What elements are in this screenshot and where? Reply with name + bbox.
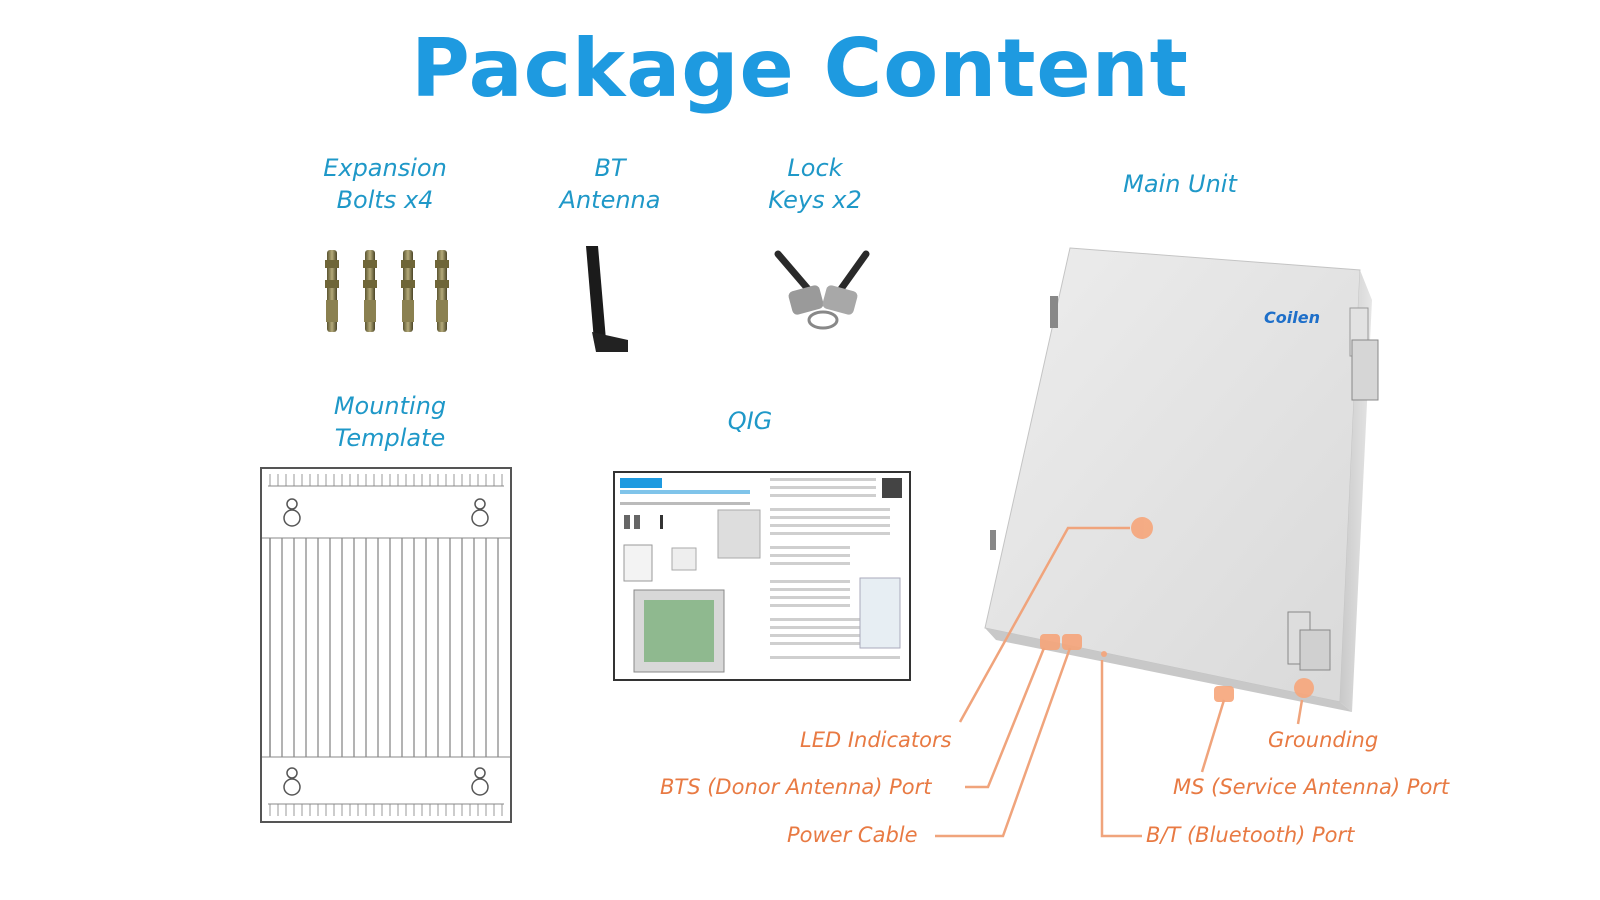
mounting-template-label-line2: Template: [334, 424, 446, 452]
lock-keys-icon: [774, 250, 870, 330]
qig-label-line1: QIG: [727, 407, 773, 435]
bt-port-line: [1100, 660, 1142, 838]
mounting-template-icon: [260, 467, 512, 823]
power-cable-callout: Power Cable: [787, 823, 918, 847]
led-indicators-line: [958, 526, 1130, 723]
bt-port-callout: B/T (Bluetooth) Port: [1146, 823, 1355, 847]
bts-port-line: [965, 647, 1046, 789]
led-indicators-callout: LED Indicators: [800, 728, 952, 752]
keyhole-icon: [283, 498, 489, 796]
brand-logo: Coilen: [1264, 308, 1320, 327]
expansion-bolts-icon: [325, 250, 449, 332]
expansion-bolts-label: Expansion Bolts x4: [300, 152, 470, 216]
qig-label: QIG: [700, 405, 800, 437]
power-cable-line: [935, 647, 1072, 838]
lock-keys-label: Lock Keys x2: [740, 152, 890, 216]
main-unit-label-line1: Main Unit: [1123, 170, 1237, 198]
expansion-bolts-label-line1: Expansion: [323, 154, 447, 182]
bt-antenna-label-line2: Antenna: [559, 186, 661, 214]
mounting-template-label: Mounting Template: [305, 390, 475, 454]
bt-antenna-label-line1: BT: [594, 154, 626, 182]
lock-keys-label-line1: Lock: [787, 154, 843, 182]
bts-port-callout: BTS (Donor Antenna) Port: [660, 775, 932, 799]
expansion-bolts-label-line2: Bolts x4: [336, 186, 434, 214]
bt-antenna-icon: [586, 246, 628, 352]
page-title: Package Content: [411, 22, 1189, 115]
mounting-template-label-line1: Mounting: [333, 392, 447, 420]
bt-antenna-label: BT Antenna: [535, 152, 685, 216]
template-stripes: [269, 538, 499, 757]
ms-port-line: [1200, 699, 1226, 773]
callout-lines: [935, 526, 1304, 838]
grounding-line: [1296, 699, 1304, 725]
qig-document-icon: [613, 471, 911, 681]
main-unit-label: Main Unit: [1090, 168, 1270, 200]
ms-port-callout: MS (Service Antenna) Port: [1173, 775, 1450, 799]
lock-keys-label-line2: Keys x2: [768, 186, 862, 214]
grounding-callout: Grounding: [1268, 728, 1379, 752]
main-unit-icon: Coilen: [984, 247, 1379, 712]
port-markers: [1040, 517, 1314, 702]
